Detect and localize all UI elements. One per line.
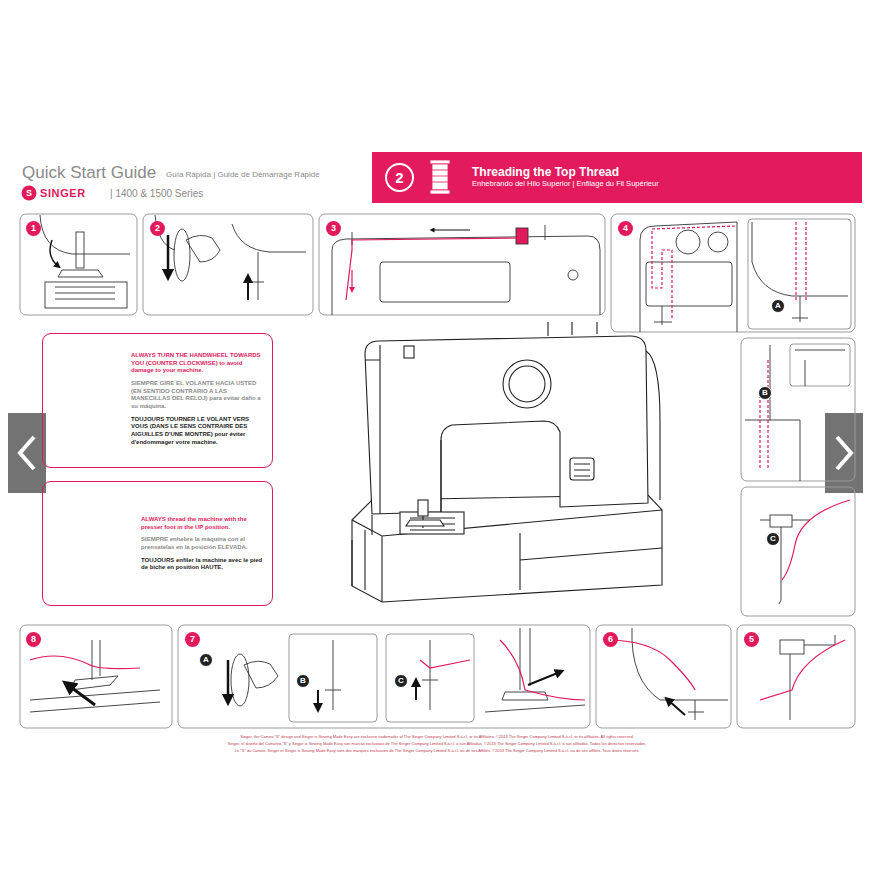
callout-number: 2 bbox=[150, 221, 165, 236]
subtitle: Guía Rápida | Guide de Démarrage Rapide bbox=[166, 170, 320, 179]
panel-sketches bbox=[30, 215, 848, 720]
callout-number: 5 bbox=[744, 632, 759, 647]
warning-text: TOUJOURS enfiler la machine avec le pied… bbox=[141, 557, 264, 572]
warning-box: ALWAYS TURN THE HANDWHEEL TOWARDS YOU (C… bbox=[42, 333, 273, 468]
callout-text: 1 bbox=[31, 224, 36, 233]
warning-text: SIEMPRE enhebre la máquina con el prensa… bbox=[141, 536, 264, 551]
guide-title: Quick Start Guide bbox=[22, 163, 156, 183]
legal-note: Le "S" du Camée, Singer et Singer is Sew… bbox=[235, 748, 640, 753]
callout-text: C bbox=[770, 535, 776, 543]
callout-text: A bbox=[203, 656, 209, 664]
callout-number: 4 bbox=[618, 221, 633, 236]
warning-text: ALWAYS TURN THE HANDWHEEL TOWARDS YOU (C… bbox=[131, 352, 264, 375]
thread-paths bbox=[30, 222, 850, 700]
callout-text: 2 bbox=[155, 224, 160, 233]
step-panels bbox=[20, 214, 855, 728]
callout-text: B bbox=[762, 389, 768, 397]
callout-letter: A bbox=[771, 299, 785, 313]
callout-text: 7 bbox=[190, 635, 195, 644]
callout-text: 3 bbox=[331, 224, 336, 233]
callout-letter: B bbox=[296, 674, 310, 688]
series-name: | 1400 & 1500 Series bbox=[110, 188, 203, 199]
callout-number: 1 bbox=[26, 221, 41, 236]
callout-letter: C bbox=[766, 532, 780, 546]
warning-text: ALWAYS thread the machine with the press… bbox=[141, 516, 264, 531]
legal-note: Singer, el diseño del Camafeo "S" y Sing… bbox=[228, 741, 646, 746]
callout-number: 3 bbox=[326, 221, 341, 236]
section-number: 2 bbox=[385, 163, 414, 192]
callout-number: 6 bbox=[603, 632, 618, 647]
logo-circle bbox=[22, 186, 37, 201]
warning-box: ALWAYS thread the machine with the press… bbox=[42, 481, 273, 606]
warning-text: TOUJOURS TOURNER LE VOLANT VERS VOUS (DA… bbox=[131, 416, 264, 447]
callout-letter: A bbox=[199, 653, 213, 667]
callout-text: 5 bbox=[749, 635, 754, 644]
sewing-machine bbox=[352, 322, 662, 602]
warning-text: SIEMPRE GIRE EL VOLANTE HACIA USTED (EN … bbox=[131, 380, 264, 411]
header-text: Threading the Top Thread bbox=[472, 165, 856, 179]
callout-number: 7 bbox=[185, 632, 200, 647]
callout-text: B bbox=[300, 677, 306, 685]
callout-text: 2 bbox=[395, 170, 403, 185]
callout-text: C bbox=[398, 677, 404, 685]
header-text: Enhebrando del Hilo Superior | Enfilage … bbox=[472, 179, 856, 189]
callout-number: 8 bbox=[26, 632, 41, 647]
callout-text: 8 bbox=[31, 635, 36, 644]
legal-note: Singer, the Cameo "S" design and Singer … bbox=[240, 734, 633, 739]
brand-name: SINGER bbox=[40, 187, 86, 199]
callout-letter: C bbox=[394, 674, 408, 688]
callout-text: A bbox=[775, 302, 781, 310]
callout-letter: B bbox=[758, 386, 772, 400]
header-band: Threading the Top ThreadEnhebrando del H… bbox=[372, 152, 862, 203]
callout-text: 6 bbox=[608, 635, 613, 644]
callout-text: 4 bbox=[623, 224, 628, 233]
logo-letter: S bbox=[22, 186, 36, 200]
